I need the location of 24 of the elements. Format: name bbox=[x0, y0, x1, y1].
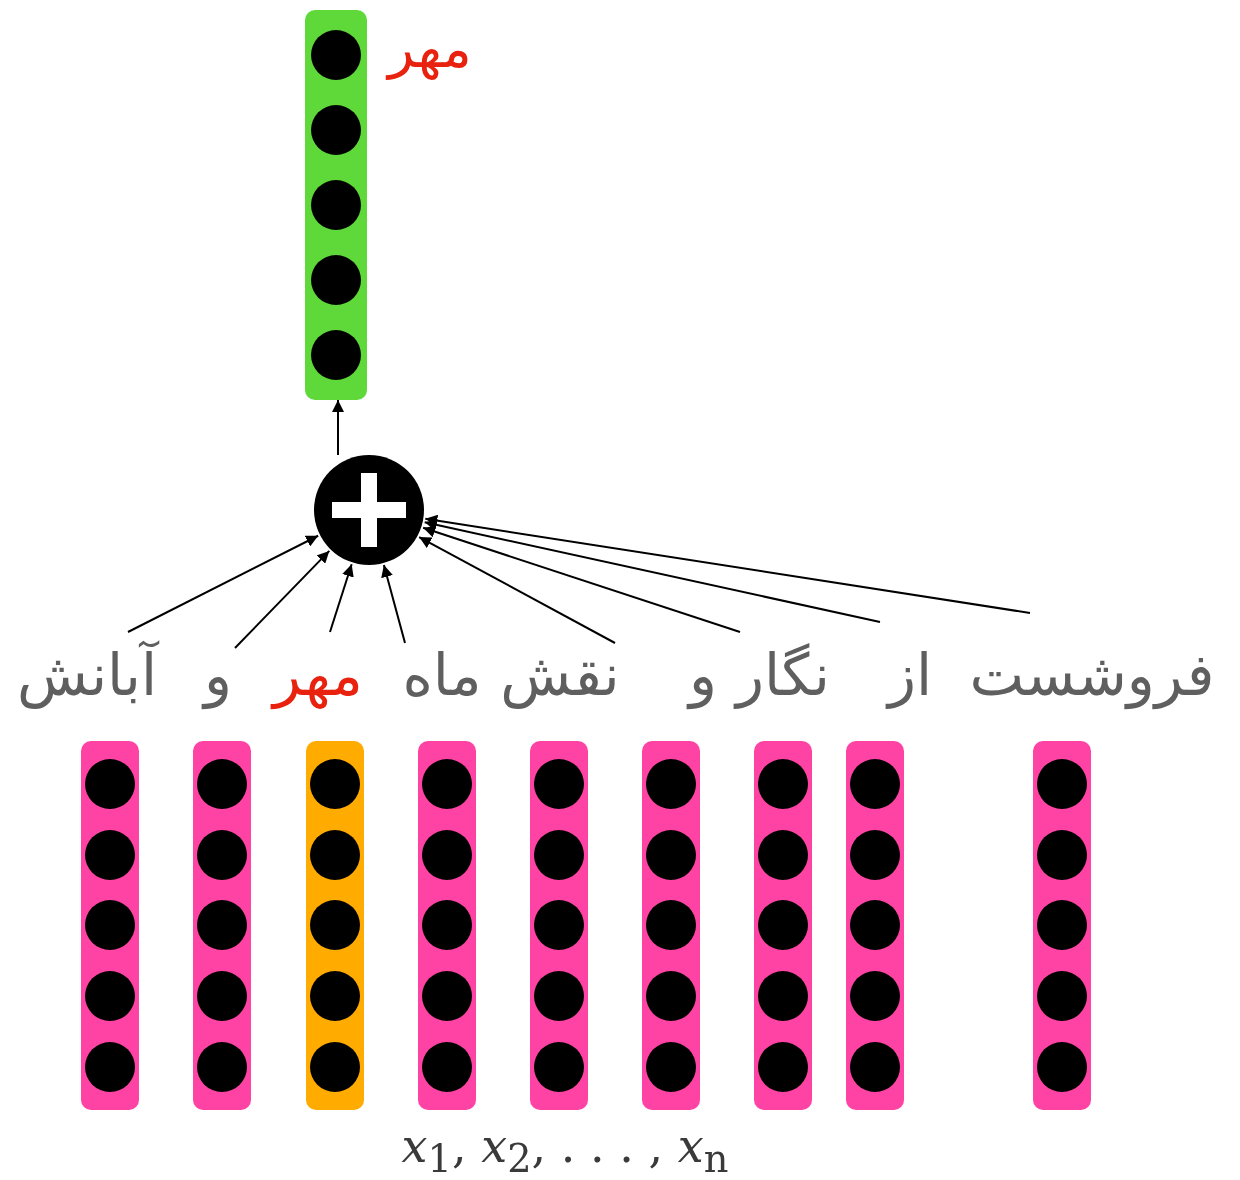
arrow bbox=[127, 534, 320, 633]
vector-bar bbox=[846, 741, 904, 1110]
vector-bar bbox=[754, 741, 812, 1110]
arrow bbox=[423, 518, 881, 623]
vector-bar bbox=[306, 741, 364, 1110]
arrow bbox=[381, 564, 406, 644]
vector-bar bbox=[530, 741, 588, 1110]
word: از bbox=[887, 642, 933, 708]
vector-bar bbox=[81, 741, 139, 1110]
vector-bar bbox=[418, 741, 476, 1110]
arrow bbox=[418, 536, 616, 644]
arrow bbox=[329, 563, 354, 633]
vector-bar bbox=[305, 10, 367, 400]
sequence-formula: x$_{1}$, x$_{2}$, . . . , x$_{n}$ bbox=[401, 1118, 729, 1180]
arrow bbox=[424, 514, 1031, 614]
vector-bar bbox=[642, 741, 700, 1110]
vector-bar bbox=[1033, 741, 1091, 1110]
word: فروشست bbox=[969, 642, 1215, 708]
vector-bar bbox=[193, 741, 251, 1110]
word: ماه bbox=[402, 642, 482, 708]
arrow bbox=[422, 525, 741, 633]
arrow bbox=[234, 549, 331, 649]
arrow bbox=[332, 399, 344, 456]
word: نقش bbox=[500, 642, 620, 708]
